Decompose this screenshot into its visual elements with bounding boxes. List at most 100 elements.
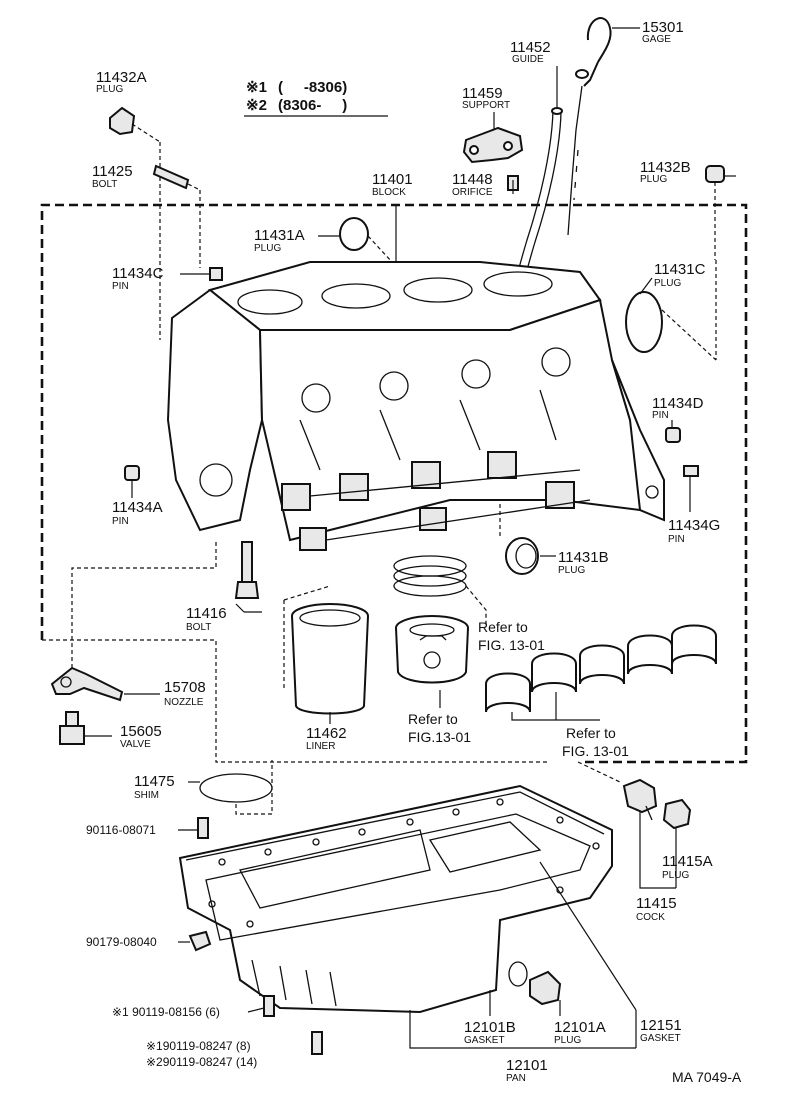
drain-plug-11415a-part: [662, 798, 692, 830]
block-assembly-boundary: [40, 203, 748, 764]
label-15605-number: 15605: [120, 723, 162, 740]
label-15301-name: GAGE: [642, 34, 671, 45]
refer-notes: Refer to FIG. 13-01 Refer to FIG.13-01 R…: [408, 619, 629, 759]
pin-11434c-part: [209, 267, 223, 281]
refer-rings-line2: FIG. 13-01: [478, 637, 545, 653]
legend-line1-mark: ※1: [246, 79, 267, 96]
label-11431a-name: PLUG: [254, 243, 281, 254]
bolt-11416-part: [234, 541, 262, 613]
pin-11434d-part: [665, 427, 681, 443]
label-11434a-name: PIN: [112, 516, 129, 527]
label-11434d-number: 11434D: [652, 395, 704, 412]
label-12101b-name: GASKET: [464, 1035, 505, 1046]
fastener-label-90119-08247-8: ※190119-08247 (8): [146, 1039, 251, 1053]
refer-bearings-line1: Refer to: [566, 725, 616, 741]
check-valve-part: [59, 711, 112, 745]
figure-code: MA 7049-A: [672, 1069, 742, 1085]
label-11415-name: COCK: [636, 912, 665, 923]
pan-bracket-lines: [409, 861, 637, 1049]
fastener-label-90119-08247-14: ※290119-08247 (14): [146, 1055, 257, 1069]
label-11459-name: SUPPORT: [462, 100, 510, 111]
refer-bearings-line2: FIG. 13-01: [562, 743, 629, 759]
fastener-90119-08247: [311, 1031, 323, 1055]
fastener-90119-08156: [263, 995, 275, 1017]
label-11452-name: GUIDE: [512, 54, 544, 65]
pin-11434a-part: [124, 465, 140, 481]
label-11448-number: 11448: [452, 171, 493, 188]
label-11462-name: LINER: [306, 741, 335, 752]
label-11432b-name: PLUG: [640, 174, 667, 185]
fastener-90179-08040: [188, 930, 212, 952]
label-11416-number: 11416: [186, 605, 227, 622]
support-bracket-part: [462, 126, 524, 164]
label-11452-number: 11452: [510, 39, 551, 56]
label-11415a-name: PLUG: [662, 870, 689, 881]
fastener-90116-08071: [197, 817, 209, 839]
label-11462-number: 11462: [306, 725, 347, 742]
label-11431c-name: PLUG: [654, 278, 681, 289]
piston-part: [395, 615, 469, 708]
label-11434a-number: 11434A: [112, 499, 163, 516]
label-11431c-number: 11431C: [654, 261, 706, 278]
label-12101-number: 12101: [506, 1057, 548, 1074]
label-11431a-number: 11431A: [254, 227, 305, 244]
bolt-11425-part: [152, 164, 201, 268]
drain-cock-part: [577, 761, 658, 821]
plug-11432b-part: [705, 165, 725, 260]
legend-line2-text: (8306- ): [278, 97, 347, 114]
legend-line1-text: ( -8306): [278, 79, 347, 96]
leader-lines: [124, 27, 736, 1013]
label-11434c-number: 11434C: [112, 265, 164, 282]
cylinder-block-part: [166, 205, 665, 551]
label-11432a-name: PLUG: [96, 84, 123, 95]
label-12151-number: 12151: [640, 1017, 682, 1034]
refer-piston-line2: FIG.13-01: [408, 729, 471, 745]
oil-nozzle-part: [50, 540, 217, 702]
label-12101a-name: PLUG: [554, 1035, 581, 1046]
plug-11431c-part: [625, 260, 717, 361]
lower-assembly-boundary: [42, 639, 550, 763]
label-11416-name: BOLT: [186, 622, 211, 633]
label-12101-name: PAN: [506, 1073, 526, 1084]
pan-drain-plug-part: [529, 970, 562, 1006]
plug-11431b-part: [499, 500, 539, 575]
label-11434d-name: PIN: [652, 410, 669, 421]
label-15301-number: 15301: [642, 19, 684, 36]
pan-plug-gasket-part: [508, 961, 528, 987]
refer-piston-line1: Refer to: [408, 711, 458, 727]
label-11434g-number: 11434G: [668, 517, 720, 534]
label-11431b-number: 11431B: [558, 549, 609, 566]
label-11401-name: BLOCK: [372, 187, 406, 198]
label-15605-name: VALVE: [120, 739, 151, 750]
label-11425-number: 11425: [92, 163, 133, 180]
legend-line2-mark: ※2: [246, 97, 267, 114]
plug-11432a-part: [109, 106, 161, 340]
pin-11434g-part: [683, 465, 699, 477]
label-15708-number: 15708: [164, 679, 206, 696]
label-11434c-name: PIN: [112, 281, 129, 292]
label-15708-name: NOZZLE: [164, 697, 204, 708]
plug-11431a-part: [339, 217, 393, 263]
fastener-label-90116: 90116-08071: [86, 823, 156, 837]
refer-rings-line1: Refer to: [478, 619, 528, 635]
cylinder-liner-part: [283, 585, 369, 715]
fastener-label-90179: 90179-08040: [86, 935, 157, 949]
label-12151-name: GASKET: [640, 1033, 681, 1044]
label-11415a-number: 11415A: [662, 853, 713, 870]
cock-bracket-line: [639, 812, 677, 889]
piston-rings-part: [393, 555, 487, 626]
part-labels: 15301 GAGE 11452 GUIDE 11459 SUPPORT 114…: [92, 19, 720, 1084]
label-11459-number: 11459: [462, 85, 503, 102]
label-11431b-name: PLUG: [558, 565, 585, 576]
oil-pan-part: [178, 784, 613, 1014]
legend: ※1 ( -8306) ※2 (8306- ): [244, 79, 388, 117]
label-11475-name: SHIM: [134, 790, 159, 801]
label-12101b-number: 12101B: [464, 1019, 516, 1036]
label-11432a-number: 11432A: [96, 69, 147, 86]
fastener-labels: 90116-08071 90179-08040 ※1 90119-08156 (…: [86, 823, 257, 1069]
label-11448-name: ORIFICE: [452, 187, 493, 198]
label-11401-number: 11401: [372, 171, 413, 188]
label-11434g-name: PIN: [668, 534, 685, 545]
label-11475-number: 11475: [134, 773, 175, 790]
